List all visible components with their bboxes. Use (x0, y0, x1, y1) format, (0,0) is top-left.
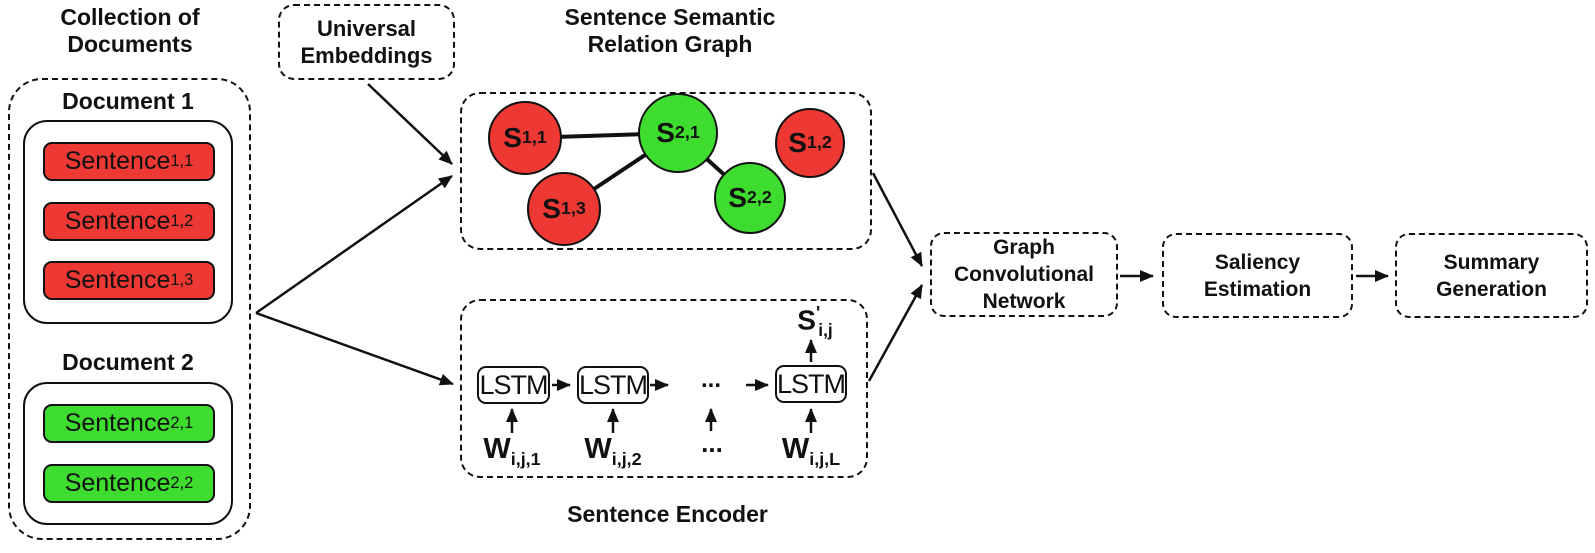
word-inputs-ellipsis: ... (701, 428, 723, 458)
gcn-line3: Network (982, 290, 1066, 313)
sentence-subscript: 2,1 (170, 414, 194, 433)
summary-line2: Generation (1436, 277, 1547, 301)
arrow-embeddings-to-graph (367, 83, 453, 165)
arrow-graph-to-gcn (871, 172, 924, 267)
relation-graph-title-line2: Relation Graph (587, 31, 753, 57)
sentence-subscript: 1,3 (170, 271, 194, 290)
relation-graph-box (460, 92, 872, 250)
node-label: S (788, 127, 807, 158)
document1-label: Document 1 (62, 88, 194, 114)
gcn-line1: Graph (993, 236, 1055, 259)
sentence-label: Sentence (64, 207, 171, 235)
saliency-line1: Saliency (1214, 250, 1301, 274)
node-subscript: 1,2 (806, 132, 832, 153)
arrow-documents-to-graph (255, 174, 453, 315)
lstm-chain-ellipsis: ... (700, 366, 721, 393)
saliency-estimation-box: Saliency Estimation (1162, 233, 1353, 318)
sentence-encoder-title: Sentence Encoder (567, 501, 768, 527)
arrow-encoder-to-gcn (867, 284, 924, 382)
arrow-documents-to-encoder (255, 311, 454, 386)
sentence-label: Sentence (64, 147, 171, 175)
word-input-1: Wi,j,1 (460, 433, 564, 468)
universal-embeddings-box: Universal Embeddings (278, 4, 455, 80)
lstm-cell-1: LSTM (477, 366, 550, 404)
sentence-encoder-box (460, 299, 868, 478)
collection-title-line2: Documents (67, 31, 193, 57)
gcn-line2: Convolutional (954, 263, 1094, 286)
word-input-L: Wi,j,L (759, 433, 863, 468)
sentence-subscript: 1,1 (170, 152, 194, 171)
sentence-subscript: 1,2 (170, 212, 194, 231)
word-input-label: W (483, 433, 511, 465)
word-input-subscript: i,j,1 (510, 448, 541, 469)
output-prime: ' (815, 303, 821, 323)
sentence-label: Sentence (64, 469, 171, 497)
gcn-box: Graph Convolutional Network (930, 232, 1118, 317)
universal-embeddings-line1: Universal (316, 16, 417, 41)
node-label: S (656, 117, 675, 148)
word-input-label: W (584, 433, 612, 465)
collection-box (8, 78, 251, 540)
collection-title: Collection of Documents (25, 4, 235, 58)
sentence-subscript: 2,2 (170, 474, 194, 493)
collection-title-line1: Collection of (60, 4, 200, 30)
summary-generation-box: Summary Generation (1395, 233, 1588, 318)
lstm-cell-2: LSTM (577, 366, 649, 404)
node-label: S (728, 182, 747, 213)
output-label: S (797, 304, 816, 336)
saliency-line2: Estimation (1203, 277, 1312, 301)
document2-label: Document 2 (62, 349, 194, 375)
relation-graph-title: Sentence Semantic Relation Graph (525, 4, 815, 58)
node-subscript: 2,1 (674, 122, 700, 143)
output-subscript: i,j (818, 319, 833, 340)
node-subscript: 1,3 (560, 198, 586, 219)
lstm-cell-3: LSTM (775, 365, 847, 403)
word-input-label: W (781, 433, 810, 465)
relation-graph-title-line1: Sentence Semantic (564, 4, 776, 30)
universal-embeddings-line2: Embeddings (300, 43, 433, 68)
word-input-subscript: i,j,L (809, 448, 841, 469)
node-label: S (542, 193, 561, 224)
word-input-2: Wi,j,2 (561, 433, 665, 468)
node-label: S (503, 122, 522, 153)
sentence-label: Sentence (64, 409, 171, 437)
summary-line1: Summary (1443, 250, 1540, 274)
node-subscript: 2,2 (746, 187, 772, 208)
sentence-embedding-output: S'i,j (770, 303, 860, 339)
sentence-label: Sentence (64, 266, 171, 294)
node-subscript: 1,1 (521, 127, 547, 148)
word-input-subscript: i,j,2 (611, 448, 642, 469)
